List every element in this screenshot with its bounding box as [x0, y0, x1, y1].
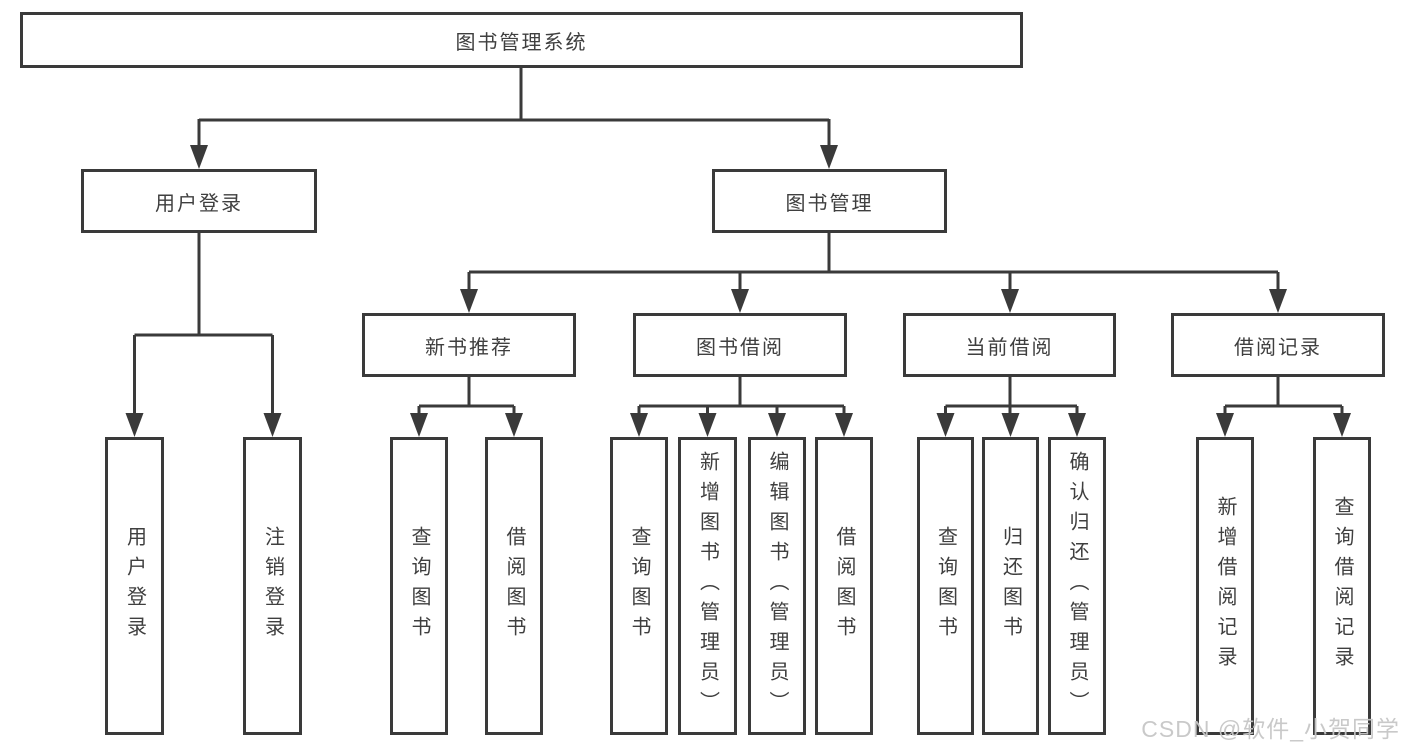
- leaf-query-books-1: 查询图书: [390, 437, 448, 735]
- node-book-borrowing: 图书借阅: [633, 313, 847, 377]
- leaf-borrow-books-2: 借阅图书: [815, 437, 873, 735]
- node-label: 新书推荐: [425, 336, 513, 359]
- arrowheads: [125, 145, 1351, 437]
- leaf-label: 查询图书: [408, 526, 430, 646]
- leaf-query-books-2: 查询图书: [610, 437, 668, 735]
- leaf-label: 新增图书（管理员）: [696, 451, 719, 721]
- node-root-system: 图书管理系统: [20, 12, 1023, 68]
- leaf-return-books: 归还图书: [982, 437, 1039, 735]
- node-new-book-recommend: 新书推荐: [362, 313, 576, 377]
- leaf-add-borrow-record: 新增借阅记录: [1196, 437, 1254, 735]
- leaf-borrow-books-1: 借阅图书: [485, 437, 543, 735]
- node-book-management: 图书管理: [712, 169, 947, 233]
- leaf-label: 确认归还（管理员）: [1066, 451, 1088, 721]
- leaf-label: 编辑图书（管理员）: [766, 451, 788, 721]
- node-label: 用户登录: [155, 192, 243, 215]
- leaf-label: 查询借阅记录: [1331, 496, 1353, 676]
- node-label: 借阅记录: [1234, 336, 1322, 359]
- leaf-label: 查询图书: [934, 526, 957, 646]
- leaf-add-books-admin: 新增图书（管理员）: [678, 437, 737, 735]
- leaf-label: 查询图书: [628, 526, 650, 646]
- node-label: 当前借阅: [965, 336, 1054, 359]
- node-label: 图书管理系统: [455, 31, 588, 54]
- csdn-watermark: CSDN @软件_小贺同学: [1141, 716, 1400, 742]
- node-current-borrowing: 当前借阅: [903, 313, 1116, 377]
- node-user-login: 用户登录: [81, 169, 317, 233]
- node-borrowing-records: 借阅记录: [1171, 313, 1385, 377]
- leaf-label: 归还图书: [999, 526, 1022, 646]
- leaf-label: 用户登录: [123, 526, 146, 646]
- leaf-label: 注销登录: [261, 526, 284, 646]
- leaf-query-borrow-record: 查询借阅记录: [1313, 437, 1371, 735]
- leaf-label: 借阅图书: [833, 526, 855, 646]
- leaf-logout: 注销登录: [243, 437, 302, 735]
- node-label: 图书借阅: [696, 336, 784, 359]
- leaf-label: 借阅图书: [503, 526, 525, 646]
- leaf-user-login: 用户登录: [105, 437, 164, 735]
- node-label: 图书管理: [785, 192, 874, 215]
- leaf-query-books-3: 查询图书: [917, 437, 974, 735]
- leaf-edit-books-admin: 编辑图书（管理员）: [748, 437, 806, 735]
- leaf-confirm-return-admin: 确认归还（管理员）: [1048, 437, 1106, 735]
- leaf-label: 新增借阅记录: [1214, 496, 1236, 676]
